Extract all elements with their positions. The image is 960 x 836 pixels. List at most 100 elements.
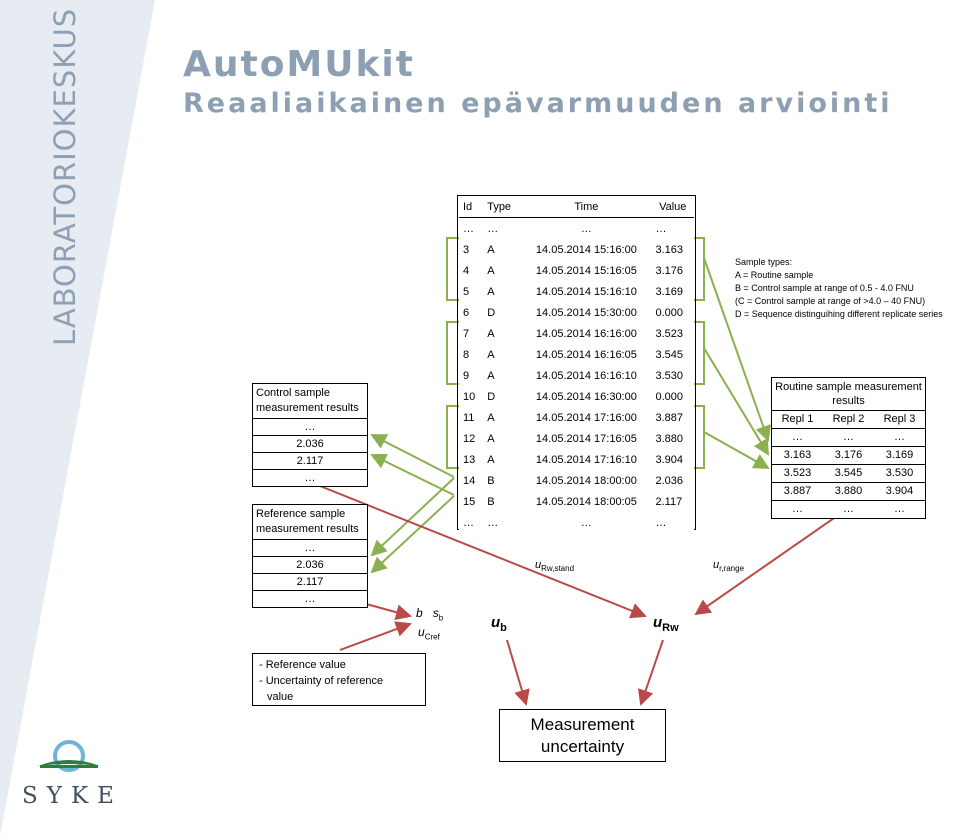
control-value: … [253, 469, 367, 486]
routine-cell: … [792, 503, 803, 515]
cell-value: 3.523 [655, 327, 684, 340]
cell-time: 14.05.2014 18:00:00 [535, 474, 637, 487]
cell-time: … [580, 516, 592, 529]
cell-time: 14.05.2014 18:00:05 [535, 495, 637, 508]
cell-time: 14.05.2014 17:16:10 [535, 453, 637, 466]
b-label: b sb [416, 606, 443, 622]
col-header-time: Time [521, 196, 652, 218]
control-box-title: Control sample measurement results [256, 387, 359, 414]
cell-value: 0.000 [655, 390, 684, 403]
cell-type: A [487, 369, 495, 382]
cell-time: 14.05.2014 16:16:00 [535, 327, 637, 340]
cell-time: … [580, 222, 592, 235]
routine-sample-box: Routine sample measurement results Repl … [771, 377, 926, 519]
cell-value: 3.880 [655, 432, 684, 445]
s-symbol: s [432, 606, 439, 620]
cell-type: D [487, 306, 496, 319]
b-symbol: b [416, 606, 423, 620]
page-title: AutoMUkit [183, 44, 415, 85]
u-symbol: u [535, 559, 542, 571]
cell-time: 14.05.2014 15:16:00 [535, 243, 637, 256]
cell-type: A [487, 327, 495, 340]
cell-type: … [487, 222, 499, 235]
reference-value: 2.036 [253, 556, 367, 573]
control-value: 2.117 [253, 452, 367, 469]
routine-cell: … [894, 431, 905, 443]
cell-type: D [487, 390, 496, 403]
cell-value: … [655, 516, 667, 529]
red-arrow-urw-to-mu [637, 639, 664, 706]
red-arrow-control-to-urw [314, 483, 647, 619]
sample-types-legend: Sample types: A = Routine sample B = Con… [735, 256, 943, 321]
cell-type: A [487, 411, 495, 424]
col-header-id: Id [459, 196, 484, 218]
cell-value: 0.000 [655, 306, 684, 319]
routine-cell: 3.887 [783, 485, 812, 497]
routine-cell: 3.163 [783, 449, 812, 461]
cell-value: 2.117 [655, 495, 683, 508]
routine-col-header: Repl 3 [883, 413, 916, 425]
legend-line: A = Routine sample [735, 270, 814, 280]
green-arrow-ref-2 [370, 495, 455, 574]
legend-line: Sample types: [735, 257, 793, 267]
routine-row: ……… [772, 428, 925, 446]
cell-id: 4 [463, 264, 470, 277]
cell-value: 2.036 [655, 474, 684, 487]
cell-type: A [487, 285, 495, 298]
cell-value: 3.169 [655, 285, 684, 298]
cell-value: 3.530 [655, 369, 684, 382]
syke-logo-icon [38, 740, 100, 772]
page-subtitle: Reaaliaikainen epävarmuuden arviointi [183, 88, 893, 119]
urw-label: uRw [653, 614, 679, 634]
u-cref-label: uCref [418, 625, 440, 641]
u-symbol: u [418, 625, 425, 639]
legend-line: (C = Control sample at range of >4.0 – 4… [735, 296, 926, 306]
green-arrow-ref-1 [370, 477, 455, 557]
cell-type: A [487, 348, 495, 361]
routine-cell: 3.530 [885, 467, 914, 479]
cell-time: 14.05.2014 17:16:00 [535, 411, 637, 424]
cell-type: A [487, 432, 495, 445]
green-arrow-2 [703, 347, 770, 456]
routine-box-title: Routine sample measurement results [775, 381, 922, 407]
cell-type: A [487, 264, 495, 277]
cell-id: 13 [463, 453, 476, 466]
cell-value: 3.887 [655, 411, 684, 424]
cell-id: 3 [463, 243, 470, 256]
cell-time: 14.05.2014 15:16:05 [535, 264, 637, 277]
logo-text: SYKE [22, 783, 123, 809]
cell-type: A [487, 243, 495, 256]
cell-id: 12 [463, 432, 476, 445]
mu-line: uncertainty [540, 737, 625, 756]
green-arrow-ctrl-1 [370, 434, 455, 478]
refval-line: value [267, 691, 294, 703]
reference-value-box: - Reference value - Uncertainty of refer… [252, 653, 426, 706]
mu-line: Measurement [530, 715, 635, 734]
cell-time: 14.05.2014 17:16:05 [535, 432, 637, 445]
cell-id: 9 [463, 369, 470, 382]
reference-box-title: Reference sample measurement results [256, 508, 359, 535]
table-header-row: Id Type Time Value [459, 196, 694, 218]
control-value: … [253, 418, 367, 435]
routine-cell: … [894, 503, 905, 515]
cell-id: 5 [463, 285, 470, 298]
cell-value: 3.545 [655, 348, 684, 361]
refval-line: - Reference value [259, 659, 346, 671]
red-arrow-ub-to-mu [506, 639, 530, 706]
cell-value: 3.904 [655, 453, 684, 466]
routine-cell: 3.176 [834, 449, 863, 461]
cell-id: 14 [463, 474, 476, 487]
cell-time: 14.05.2014 16:16:05 [535, 348, 637, 361]
cell-id: 8 [463, 348, 470, 361]
routine-cell: 3.880 [834, 485, 863, 497]
routine-cell: … [843, 503, 854, 515]
